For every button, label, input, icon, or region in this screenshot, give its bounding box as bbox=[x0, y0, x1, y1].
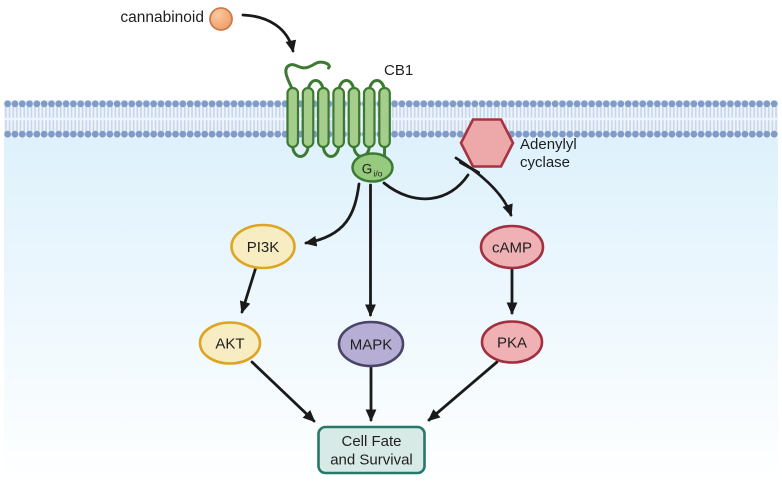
cb1-receptor: G i/o bbox=[284, 60, 394, 183]
arrow-adenylyl-cyclase-to-camp bbox=[454, 156, 513, 217]
akt-node bbox=[198, 321, 262, 365]
mapk-label: MAPK bbox=[350, 337, 393, 354]
adenylyl-cyclase-label-line2: cyclase bbox=[520, 154, 570, 171]
camp-label: cAMP bbox=[492, 240, 532, 257]
mapk-node bbox=[337, 320, 405, 368]
pka-node bbox=[480, 320, 544, 364]
cannabinoid-label: cannabinoid bbox=[120, 9, 204, 26]
cell-membrane bbox=[4, 100, 778, 138]
akt-label: AKT bbox=[215, 336, 244, 353]
camp-node bbox=[479, 224, 545, 270]
pi3k-node bbox=[230, 223, 296, 270]
g-protein-ellipse bbox=[351, 152, 394, 183]
arrow-pka-to-outcome bbox=[427, 360, 499, 422]
pka-label: PKA bbox=[497, 335, 527, 352]
outcome-box bbox=[317, 425, 426, 475]
cannabinoid-molecule-icon bbox=[209, 7, 233, 31]
arrow-cannabinoid-to-cb1 bbox=[241, 13, 297, 53]
inhibition-line-gio-to-adenylyl-cyclase bbox=[382, 173, 470, 201]
arrow-gio-to-pi3k bbox=[304, 182, 361, 247]
cytoplasm-background bbox=[4, 138, 778, 479]
adenylyl-cyclase-hexagon bbox=[459, 118, 515, 168]
g-protein-subscript: i/o bbox=[374, 169, 383, 179]
arrow-pi3k-to-akt bbox=[239, 265, 258, 314]
arrow-akt-to-outcome bbox=[250, 360, 316, 423]
receptor-n-terminus bbox=[284, 60, 331, 92]
adenylyl-cyclase-label-line1: Adenylyl bbox=[520, 136, 577, 153]
outcome-label-line2: and Survival bbox=[330, 452, 413, 469]
pi3k-label: PI3K bbox=[247, 239, 280, 256]
signaling-nodes: PI3K AKT MAPK cAMP PKA bbox=[198, 223, 545, 368]
receptor-helices bbox=[286, 86, 391, 149]
pathway-arrows bbox=[239, 13, 518, 423]
receptor-name-label: CB1 bbox=[384, 62, 413, 79]
outcome-label-line1: Cell Fate bbox=[341, 433, 401, 450]
g-protein-label: G bbox=[362, 162, 373, 177]
